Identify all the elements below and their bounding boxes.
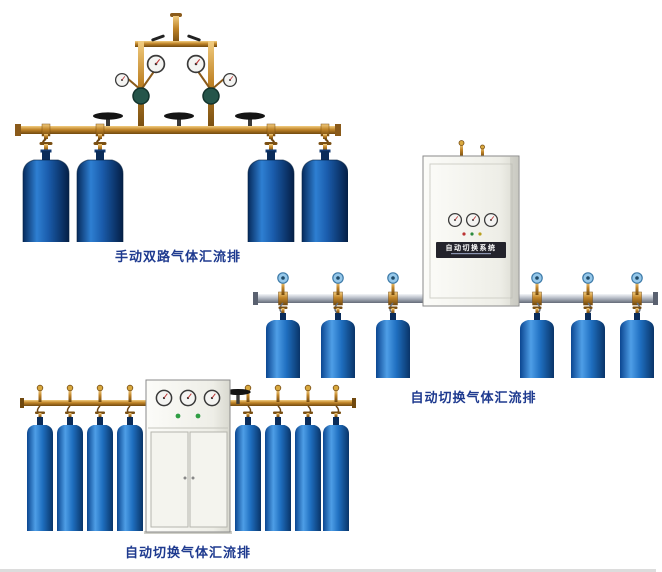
gas-cylinder [117,411,143,531]
pressure-gauge-icon [483,212,499,228]
header-cross-pipe [135,41,217,47]
indicator-light-icon [175,413,181,419]
cabinet-body [422,155,520,307]
small-valve-handle-icon [187,34,201,42]
pressure-gauge-icon [447,212,463,228]
brass-riser-valve-icon [66,384,74,403]
blue-handwheel-icon [631,272,643,296]
brass-riser-valve-icon [96,384,104,403]
pressure-gauge-icon [186,54,206,74]
pipe-end-cap [352,398,356,408]
gas-cylinder [22,141,70,243]
gas-cylinder [321,306,355,378]
cabinet-label: 自动切换系统 [446,243,497,252]
pipe-end-cap [653,292,658,305]
gas-cylinder [571,306,605,378]
indicator-light-icon [478,232,482,236]
gas-cylinder [376,306,410,378]
pressure-gauge-icon [179,389,197,407]
blue-handwheel-icon [277,272,289,296]
brass-riser-valve-icon [332,384,340,403]
gas-cylinder [323,411,349,531]
left-down-pipe [138,41,144,131]
product-caption: 自动切换气体汇流排 [124,545,251,560]
pressure-gauge-icon [222,72,238,88]
gas-cylinder [265,411,291,531]
gas-cylinder [520,306,554,378]
pressure-gauge-icon [114,72,130,88]
cabinet-side-shade [510,157,518,305]
gas-cylinder [27,411,53,531]
gas-cylinder [76,141,124,243]
product-caption: 自动切换气体汇流排 [410,390,537,405]
pipe-end-cap [335,124,341,136]
product-figure-auto-manifold-wall: 自动切换系统 自动切换气体汇流排 [253,140,658,406]
indicator-light-icon [470,232,474,236]
manual-manifold-illustration [15,13,348,243]
product-figure-manual-dual-manifold: 手动双路气体汇流排 [8,8,348,265]
product-caption: 手动双路气体汇流排 [114,249,241,264]
small-valve-handle-icon [151,34,165,42]
indicator-light-icon [462,232,466,236]
pipe-end-cap [15,124,21,136]
pressure-gauge-icon [155,389,173,407]
pressure-gauge-icon [465,212,481,228]
gas-cylinder [295,411,321,531]
gas-cylinder [266,306,300,378]
door-handle-icon [191,476,195,480]
pressure-gauge-icon [146,54,166,74]
center-riser-pipe [173,16,179,44]
cabinet-door-panel [429,163,513,299]
brass-riser-valve-icon [304,384,312,403]
gas-cylinder [87,411,113,531]
auto-manifold-floor-illustration [20,379,356,534]
cabinet-door-left [150,431,189,528]
right-down-pipe [208,41,214,131]
manifold-header-pipes [135,13,217,131]
pipe-end-cap [20,398,24,408]
gas-cylinder [57,411,83,531]
control-cabinet: 自动切换系统 [422,155,520,307]
blue-handwheel-icon [332,272,344,296]
gas-cylinder [235,411,261,531]
product-figure-auto-manifold-floor: 自动切换气体汇流排 [18,378,358,561]
brass-riser-valve-icon [126,384,134,403]
cabinet-top-fittings [458,140,485,157]
blue-handwheel-icon [531,272,543,296]
cabinet-label-subline [451,253,491,255]
pressure-gauge-icon [203,389,221,407]
control-cabinet [144,379,232,534]
blue-handwheel-icon [582,272,594,296]
pressure-regulator-station-right [186,54,238,105]
gas-cylinder [620,306,654,378]
indicator-light-icon [195,413,201,419]
brass-riser-valve-icon [274,384,282,403]
blue-handwheel-icon [387,272,399,296]
auto-manifold-wall-illustration: 自动切换系统 [253,140,658,378]
page-bottom-divider [0,569,656,572]
regulator-body [202,87,220,105]
brass-riser-valve-icon [36,384,44,403]
pipe-end-cap [253,292,258,305]
door-handle-icon [183,476,187,480]
pressure-regulator-station-left [114,54,166,105]
cabinet-door-right [189,431,228,528]
regulator-body [132,87,150,105]
